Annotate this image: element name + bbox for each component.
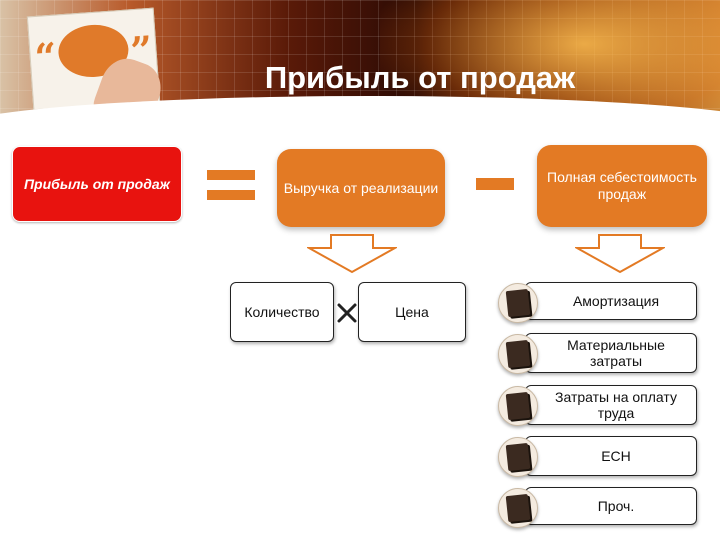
- book-bullet-icon: [498, 488, 538, 528]
- page-title: Прибыль от продаж: [264, 60, 576, 95]
- book-bullet-icon: [498, 334, 538, 374]
- book-bullet-icon: [498, 386, 538, 426]
- multiply-icon: [336, 302, 358, 324]
- revenue-down-arrow-icon: [307, 234, 397, 274]
- book-bullet-icon: [498, 437, 538, 477]
- price-box: Цена: [358, 282, 466, 342]
- cost-down-arrow-icon: [575, 234, 665, 274]
- equals-sign-top-bar: [207, 170, 255, 180]
- cost-item-materials: Материальные затраты: [525, 333, 697, 373]
- profit-box: Прибыль от продаж: [12, 146, 182, 222]
- cost-item-depreciation: Амортизация: [525, 282, 697, 320]
- quantity-box: Количество: [230, 282, 334, 342]
- full-cost-box: Полная себестоимость продаж: [537, 145, 707, 227]
- book-bullet-icon: [498, 283, 538, 323]
- header-banner: “ ” Прибыль от продаж: [0, 0, 720, 125]
- revenue-box: Выручка от реализации: [277, 149, 445, 227]
- cost-item-labor: Затраты на оплату труда: [525, 385, 697, 425]
- cost-item-other: Проч.: [525, 487, 697, 525]
- cost-item-social-tax: ЕСН: [525, 436, 697, 476]
- equals-sign-bottom-bar: [207, 190, 255, 200]
- open-quote-icon: “: [33, 33, 59, 81]
- minus-sign: [476, 178, 514, 190]
